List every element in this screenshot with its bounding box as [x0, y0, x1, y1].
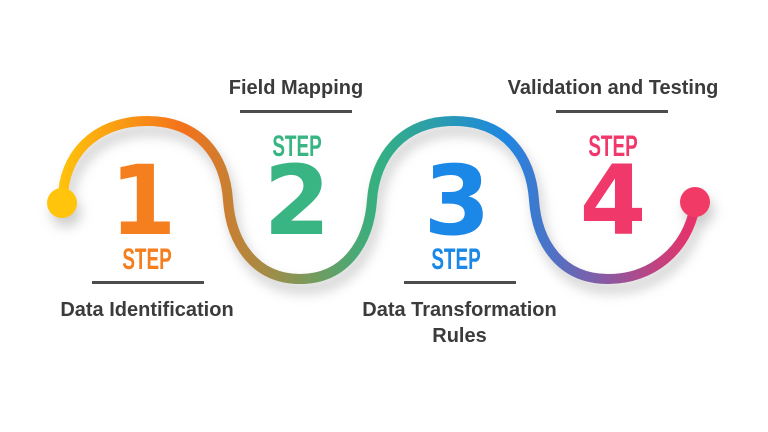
step-1-underline	[92, 281, 204, 284]
step-3-number: 3	[423, 145, 491, 257]
end-dot	[680, 187, 710, 217]
step-1-word: STEP	[122, 243, 172, 276]
step-4-underline	[556, 110, 668, 113]
start-dot	[47, 188, 77, 218]
step-4-number: 4	[579, 145, 647, 257]
step-3-underline	[404, 281, 516, 284]
step-4-word: STEP	[588, 130, 638, 163]
step-2-title: Field Mapping	[228, 77, 364, 99]
step-2-word: STEP	[272, 130, 322, 163]
step-2-number: 2	[263, 145, 331, 257]
step-3-title: Data Transformation Rules	[362, 299, 557, 347]
step-4-title: Validation and Testing	[507, 77, 719, 99]
step-1-title: Data Identification	[60, 299, 234, 321]
step-2-underline	[240, 110, 352, 113]
wave-line	[58, 115, 700, 285]
step-3-word: STEP	[431, 243, 481, 276]
step-1-number: 1	[109, 145, 177, 257]
